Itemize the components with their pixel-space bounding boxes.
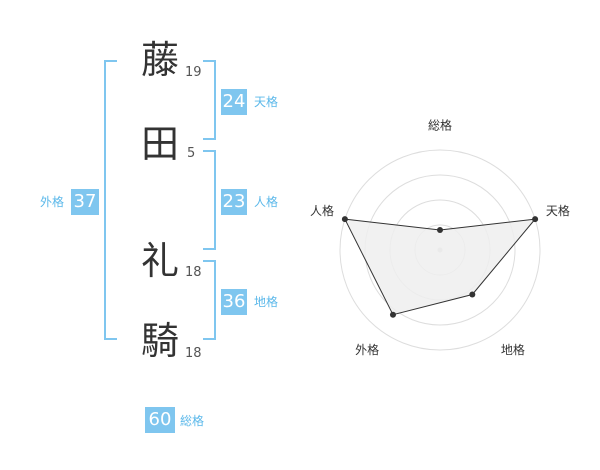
radar-axis-label: 地格 xyxy=(501,342,525,357)
gaikaku-badge: 37 xyxy=(71,189,99,215)
stroke-count-4: 18 xyxy=(185,346,202,361)
jinkaku-bracket xyxy=(203,150,216,250)
name-char-1: 藤 xyxy=(140,38,179,82)
stroke-count-3: 18 xyxy=(185,265,202,280)
radar-point xyxy=(389,311,396,318)
radar-point xyxy=(469,291,476,298)
soukaku-label: 総格 xyxy=(180,414,205,428)
gaikaku-bracket xyxy=(104,60,117,340)
jinkaku-badge: 23 xyxy=(221,189,247,215)
name-char-2: 田 xyxy=(140,122,179,166)
radar-axis-label: 天格 xyxy=(546,203,570,218)
radar-point xyxy=(437,227,443,233)
name-char-3: 礼 xyxy=(140,239,179,283)
radar-polygon xyxy=(344,218,537,316)
chikaku-label: 地格 xyxy=(254,295,279,309)
soukaku-badge: 60 xyxy=(145,407,175,433)
gaikaku-label: 外格 xyxy=(40,195,65,209)
tenkaku-label: 天格 xyxy=(254,95,279,109)
radar-axis-label: 総格 xyxy=(428,118,452,133)
tenkaku-badge: 24 xyxy=(221,89,247,115)
tenkaku-bracket xyxy=(203,60,216,140)
chikaku-bracket xyxy=(203,260,216,340)
chikaku-badge: 36 xyxy=(221,289,247,315)
radar-axis-label: 外格 xyxy=(355,342,379,357)
jinkaku-label: 人格 xyxy=(254,195,279,209)
stroke-count-1: 19 xyxy=(185,65,202,80)
radar-point xyxy=(532,216,539,223)
radar-ring xyxy=(339,149,541,351)
radar-axis-label: 人格 xyxy=(310,203,334,218)
name-char-4: 騎 xyxy=(140,319,179,363)
stroke-count-2: 5 xyxy=(187,146,196,161)
radar-point xyxy=(341,216,348,223)
